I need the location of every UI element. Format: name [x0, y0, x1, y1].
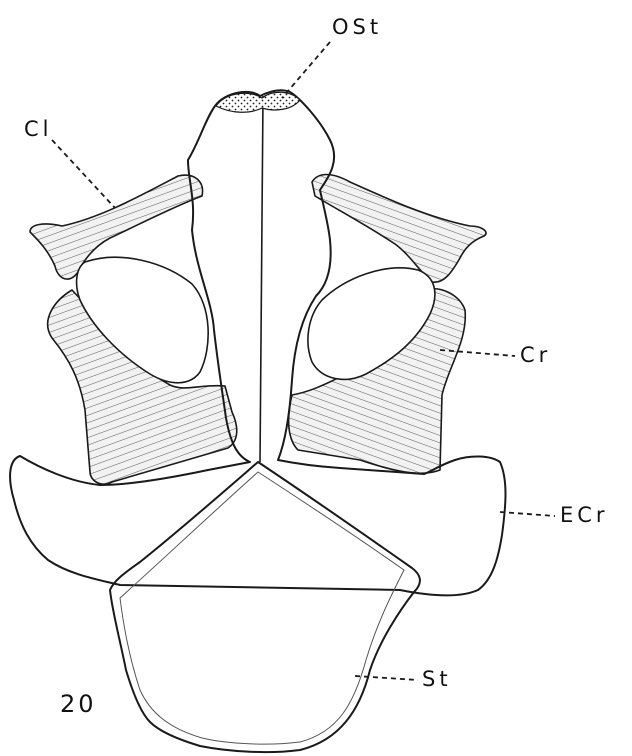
- sternum-plate: [110, 462, 420, 752]
- label-omosternum: OSt: [332, 15, 382, 39]
- girdle-midline: [260, 96, 263, 462]
- label-sternum: St: [422, 667, 452, 691]
- right-clavicle-bone: [312, 175, 486, 283]
- figure-number: 20: [60, 690, 97, 718]
- omosternum-leader: [282, 42, 330, 98]
- label-coracoid: Cr: [520, 343, 551, 367]
- clavicle-leader: [52, 140, 115, 208]
- epicoracoid-leader: [500, 512, 555, 516]
- sternum-leader: [355, 676, 418, 680]
- label-clavicle: Cl: [24, 117, 53, 141]
- sternum-rim: [120, 472, 404, 744]
- label-epicoracoid: ECr: [560, 503, 609, 527]
